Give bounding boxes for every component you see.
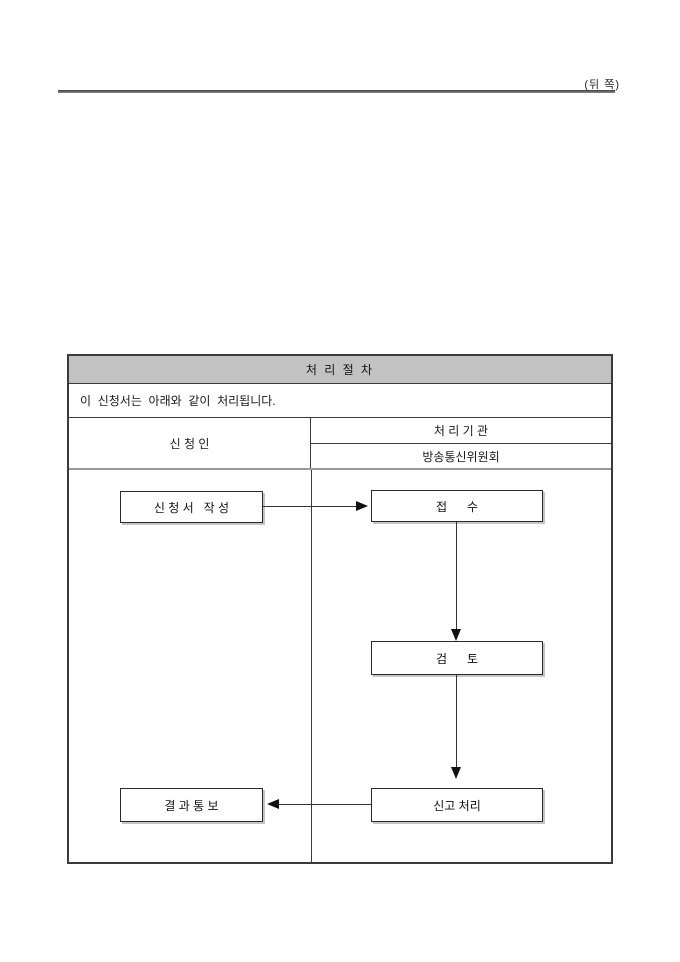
column-applicant: 신 청 인 <box>69 418 311 468</box>
flow-node-result-notification: 결 과 통 보 <box>120 788 263 822</box>
flow-area <box>69 470 611 862</box>
top-horizontal-rule <box>58 90 615 93</box>
table-title: 처 리 절 차 <box>69 356 611 384</box>
arrow-processing-to-notification-line <box>279 804 371 805</box>
flow-node-receipt: 접 수 <box>371 490 543 522</box>
column-header-row: 신 청 인 처 리 기 관 방송통신위원회 <box>69 418 611 470</box>
arrow-receipt-to-review-line <box>456 522 457 629</box>
arrow-down-icon <box>451 767 461 779</box>
column-agency-name: 방송통신위원회 <box>422 449 500 464</box>
column-divider-line <box>311 470 312 862</box>
arrow-write-to-receipt-line <box>263 506 356 507</box>
table-description: 이 신청서는 아래와 같이 처리됩니다. <box>69 384 611 418</box>
arrow-left-icon <box>267 799 279 809</box>
flow-node-review: 검 토 <box>371 641 543 675</box>
page-side-label: (뒤 쪽) <box>584 79 620 91</box>
column-agency-group: 처 리 기 관 방송통신위원회 <box>311 418 611 468</box>
arrow-right-icon <box>356 501 368 511</box>
arrow-review-to-processing-line <box>456 675 457 767</box>
flow-node-report-processing: 신고 처리 <box>371 788 543 822</box>
flow-node-write-application: 신 청 서 작 성 <box>120 491 263 523</box>
column-agency: 처 리 기 관 <box>311 418 611 444</box>
arrow-down-icon <box>451 629 461 641</box>
procedure-table: 처 리 절 차 이 신청서는 아래와 같이 처리됩니다. 신 청 인 처 리 기… <box>67 354 613 864</box>
